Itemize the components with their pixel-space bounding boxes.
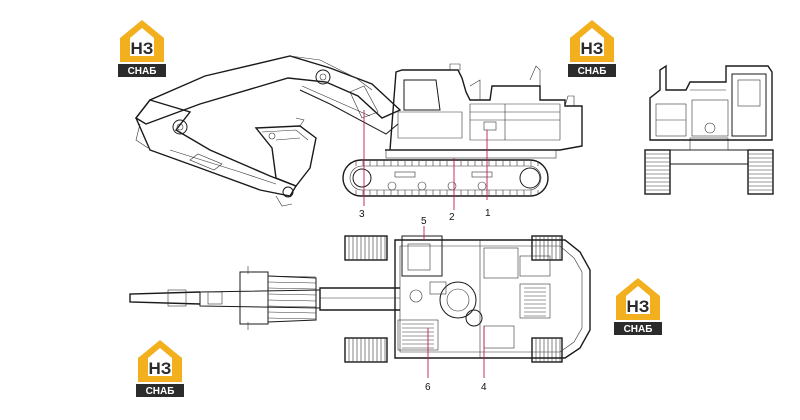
logo-watermark-3: НЗ СНАБ — [614, 278, 662, 335]
side-view — [134, 55, 583, 207]
top-view — [129, 235, 591, 363]
logo-word: СНАБ — [128, 66, 157, 77]
callout-2: 2 — [449, 212, 455, 223]
logo-word: СНАБ — [578, 66, 607, 77]
logo-letters: НЗ — [149, 359, 172, 378]
logo-watermark-1: НЗ СНАБ — [118, 20, 166, 77]
callout-4: 4 — [481, 382, 487, 393]
front-view — [644, 64, 774, 195]
logo-letters: НЗ — [581, 39, 604, 58]
side-track — [342, 159, 549, 197]
callout-6: 6 — [425, 382, 431, 393]
side-upper-structure — [385, 63, 583, 159]
logo-watermark-4: НЗ СНАБ — [136, 340, 184, 397]
logo-word: СНАБ — [146, 386, 175, 397]
side-bucket — [254, 117, 317, 187]
callout-leaders — [363, 110, 488, 378]
logo-word: СНАБ — [624, 324, 653, 335]
side-boom — [134, 55, 402, 135]
side-arm — [135, 99, 298, 207]
logo-watermark-2: НЗ СНАБ — [568, 20, 616, 77]
logo-letters: НЗ — [627, 297, 650, 316]
callout-3: 3 — [359, 209, 365, 220]
logo-letters: НЗ — [131, 39, 154, 58]
callout-1: 1 — [485, 208, 491, 219]
callout-5: 5 — [421, 216, 427, 227]
